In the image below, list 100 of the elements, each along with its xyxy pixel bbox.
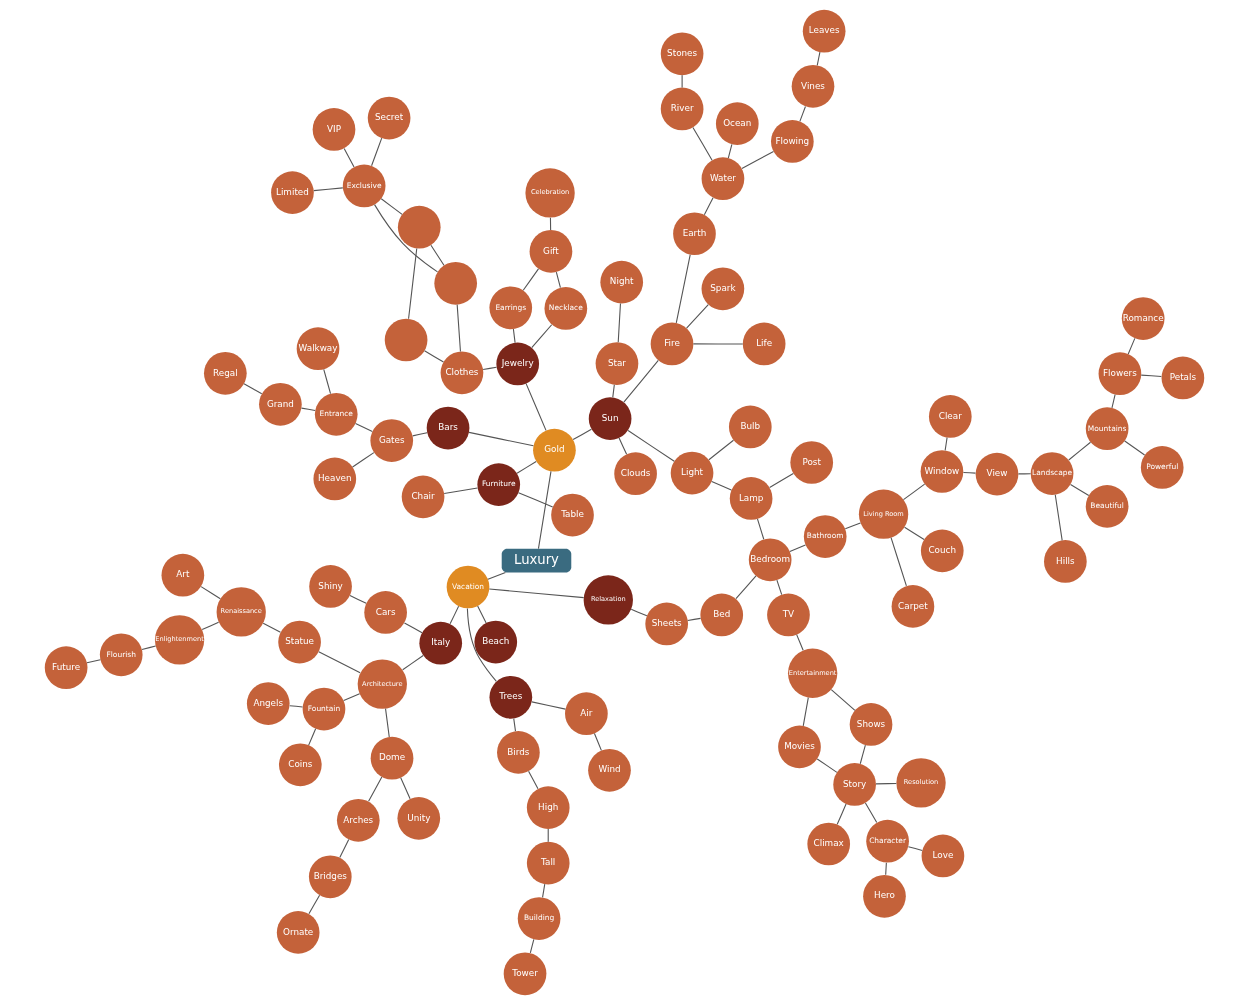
node-circle: Leaves bbox=[802, 9, 846, 53]
node-circle: Gold bbox=[533, 428, 576, 472]
connector bbox=[1127, 337, 1136, 355]
connector bbox=[799, 105, 806, 122]
connector bbox=[512, 328, 516, 344]
node-circle: View bbox=[975, 452, 1019, 496]
connector bbox=[368, 776, 383, 802]
connector bbox=[796, 634, 804, 651]
node-circle: Night bbox=[600, 260, 644, 304]
connector bbox=[944, 437, 948, 451]
connector bbox=[875, 782, 897, 785]
node-circle: Birds bbox=[497, 731, 540, 774]
node-box: Luxury bbox=[501, 548, 572, 573]
node-circle: Bridges bbox=[308, 855, 352, 899]
connector bbox=[623, 359, 659, 403]
connector bbox=[675, 254, 691, 324]
node-circle: Earth bbox=[673, 212, 716, 256]
node-circle: Tall bbox=[526, 841, 570, 885]
connector bbox=[308, 894, 321, 915]
node-circle: Ocean bbox=[715, 102, 759, 145]
connector bbox=[789, 544, 806, 553]
node-circle: Tower bbox=[503, 952, 547, 996]
node-circle: Life bbox=[742, 322, 786, 366]
node-circle: Petals bbox=[1161, 356, 1205, 400]
connector bbox=[243, 383, 263, 395]
connector bbox=[549, 217, 552, 231]
connector bbox=[403, 622, 423, 634]
connector bbox=[355, 422, 373, 432]
connector bbox=[443, 487, 478, 494]
connector bbox=[907, 846, 923, 851]
connector bbox=[890, 537, 907, 587]
connector bbox=[836, 803, 847, 825]
connector bbox=[627, 430, 675, 462]
connector bbox=[630, 608, 648, 617]
connector bbox=[86, 659, 101, 664]
connector bbox=[488, 588, 585, 599]
connector bbox=[537, 470, 552, 550]
node-circle bbox=[397, 205, 441, 249]
connector bbox=[859, 744, 866, 765]
connector bbox=[686, 304, 709, 329]
connector bbox=[516, 460, 537, 474]
node-circle: Trees bbox=[489, 675, 533, 719]
node-circle: Vines bbox=[791, 64, 835, 108]
connector bbox=[402, 654, 424, 671]
connector bbox=[962, 471, 977, 474]
connector bbox=[308, 728, 317, 746]
node-circle: Bulb bbox=[728, 405, 772, 449]
connector bbox=[885, 862, 887, 876]
node-circle: Walkway bbox=[296, 327, 340, 371]
connector bbox=[412, 432, 428, 437]
connector bbox=[1070, 484, 1090, 496]
node-circle: Fire bbox=[650, 322, 694, 366]
connector bbox=[844, 522, 861, 530]
node-circle: Dome bbox=[370, 736, 414, 780]
connector bbox=[323, 368, 332, 395]
connector bbox=[681, 74, 683, 88]
node-circle: Hills bbox=[1044, 540, 1087, 583]
connector bbox=[692, 126, 713, 161]
connector bbox=[525, 383, 547, 431]
node-circle: Clear bbox=[928, 395, 972, 438]
connector bbox=[371, 137, 383, 167]
node-circle: Bed bbox=[700, 593, 744, 637]
connector bbox=[468, 431, 534, 447]
node-circle: Unity bbox=[397, 797, 441, 840]
connector bbox=[904, 526, 925, 541]
node-circle: Sheets bbox=[645, 602, 689, 646]
connector bbox=[711, 480, 732, 491]
connector bbox=[618, 437, 628, 455]
node-circle: Air bbox=[565, 692, 608, 736]
node-circle: Lamp bbox=[729, 477, 773, 520]
connector bbox=[1017, 473, 1032, 475]
node-circle: Love bbox=[921, 834, 965, 878]
node-circle: Star bbox=[595, 342, 639, 385]
node-circle: Clouds bbox=[614, 452, 657, 496]
node-circle: Heaven bbox=[313, 457, 357, 501]
connector bbox=[300, 407, 316, 412]
connector bbox=[1111, 393, 1116, 409]
connector bbox=[400, 777, 411, 800]
node-circle: Gates bbox=[370, 419, 414, 462]
connector bbox=[318, 651, 361, 674]
node-circle: Flowing bbox=[771, 120, 814, 163]
node-circle: Stones bbox=[660, 32, 704, 76]
node-circle: Italy bbox=[419, 621, 463, 665]
connector bbox=[830, 689, 856, 711]
connector bbox=[555, 271, 561, 289]
connector bbox=[343, 693, 361, 702]
connector bbox=[741, 151, 775, 170]
connector bbox=[593, 732, 602, 751]
node-circle: Hero bbox=[863, 874, 906, 918]
node-circle: Flowers bbox=[1098, 352, 1142, 395]
connector bbox=[547, 828, 549, 843]
connector bbox=[513, 718, 517, 732]
node-circle: Angels bbox=[246, 682, 290, 725]
connector bbox=[902, 483, 926, 501]
connector bbox=[735, 575, 757, 600]
connector bbox=[816, 51, 821, 66]
node-circle: Arches bbox=[336, 798, 380, 842]
node-circle: Jewelry bbox=[496, 342, 540, 386]
connector bbox=[477, 605, 487, 624]
node-circle: Romance bbox=[1121, 297, 1165, 340]
